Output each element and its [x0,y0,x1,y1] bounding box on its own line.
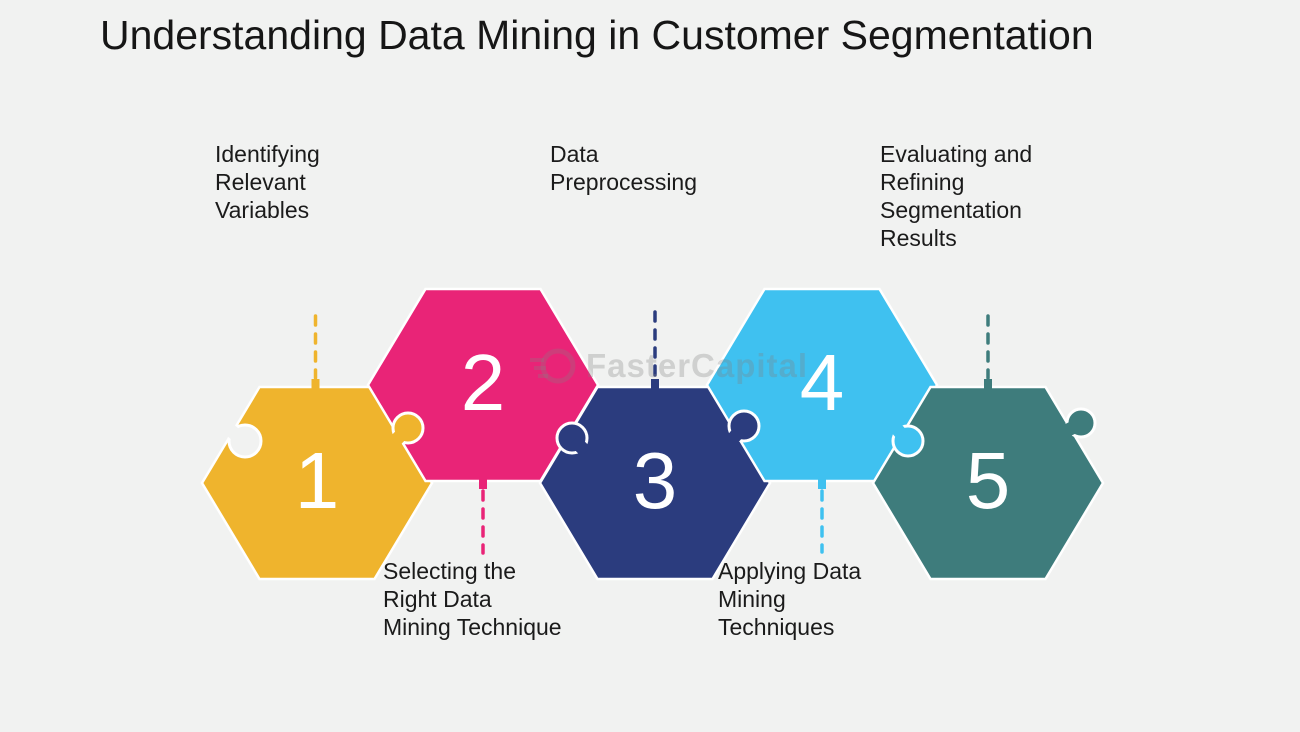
step-hexagon-5 [871,385,1105,581]
puzzle-notch-1-neck [224,424,247,445]
step-label-1: Identifying Relevant Variables [215,141,320,223]
puzzle-knob-3-4-neck [726,423,747,446]
step-number-1: 1 [294,435,340,525]
puzzle-knob-5-outer-neck [1063,419,1081,437]
puzzle-knob-4-5-neck [890,422,911,444]
page-title: Understanding Data Mining in Customer Se… [100,12,1094,58]
step-number-5: 5 [965,435,1011,525]
step-label-4: Applying Data Mining Techniques [718,558,862,640]
step-number-2: 2 [460,337,506,427]
step-number-4: 4 [799,337,845,427]
puzzle-knob-1-2-neck [389,425,411,447]
step-number-3: 3 [632,435,678,525]
step-label-5: Evaluating and Refining Segmentation Res… [880,141,1033,251]
step-label-3: Data Preprocessing [550,141,698,195]
step-label-2: Selecting the Right Data Mining Techniqu… [383,558,562,640]
puzzle-knob-2-3-neck [569,435,591,457]
